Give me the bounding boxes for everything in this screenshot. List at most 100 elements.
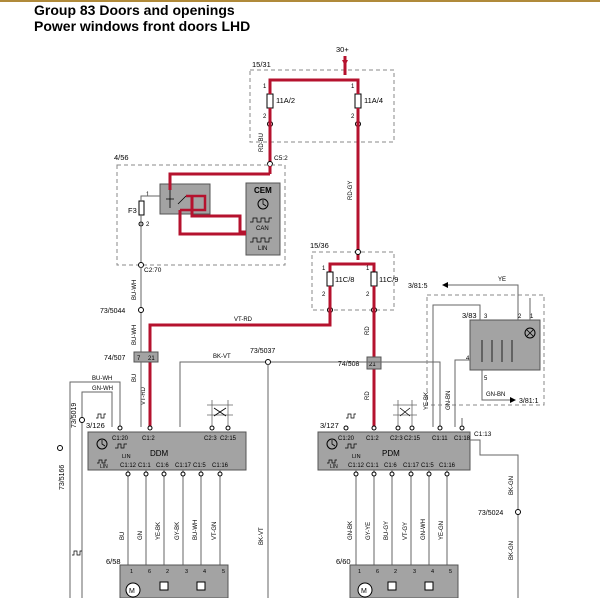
pin-terminal [180,471,186,477]
arrow-381-5-icon [442,282,448,288]
motor-pin-label: 1 [130,569,133,575]
wire-color-label: GN-WH [421,519,427,540]
pin-label: C1:5 [193,463,206,469]
ddm-bottom-pins: C1:12BUC1:1GNC1:6YE-BKC1:17GY-BKC1:5BU-W… [120,463,229,565]
wire-f3-in [140,195,160,201]
connector-c2-70 [138,262,144,268]
pdm-lin-label: LIN [352,454,361,460]
cem-ref-label: 4/56 [114,153,129,162]
pin-terminal [353,471,359,477]
pin-label: C1:2 [366,436,379,442]
left-lin-signal-icon [72,550,82,556]
fuse-11c9-pin2: 2 [366,292,370,298]
wire-cem-feed [168,172,270,190]
fuse-11a4-label: 11A/4 [364,96,383,105]
pin-terminal [437,425,443,431]
fuse-11a2-pin2: 2 [263,114,267,120]
wire-color-label: YE-BK [156,522,162,540]
ddm-lin-label: LIN [122,454,131,460]
pin-label: C1:6 [384,463,397,469]
cem-module [245,182,281,256]
motor-pin-label: 5 [222,569,225,575]
mirror-pin5: 5 [484,376,488,382]
wire-gn-wh-left-label: GN-WH [92,386,113,392]
ddm-lin-small-icon [97,459,107,464]
pdm-switch-icon [399,407,411,417]
pin-terminal [147,425,153,431]
wire-bk-vt-bus [179,361,441,427]
motor-pin-label: 3 [185,569,188,575]
wire-gn-bn-label: GN-BN [446,391,452,410]
pin-label: C1:1 [366,463,379,469]
pdm-lin-icon [345,443,357,449]
splice-5037 [265,359,271,365]
motor-6-58-label: 6/58 [106,557,121,566]
pin-label: C1:16 [439,463,456,469]
mirror-motor-icon [524,327,536,339]
wire-ye-label: YE [498,277,506,283]
cem-clock-icon [257,198,269,210]
ref-74508-label: 74/508 [338,361,360,368]
pin-label: C1:17 [403,463,420,469]
ddm-lin-label2: LIN [100,464,108,470]
ref-74507-label: 74/507 [104,355,126,362]
pin-label: C1:5 [421,463,434,469]
mirror-pin2: 2 [518,314,522,320]
splice-5019 [79,417,85,423]
wire-bu-wh-label2: BU-WH [132,325,138,345]
pdm-ref-label: 3/127 [320,421,339,430]
pin-label: C1:1 [138,463,151,469]
pin-terminal [444,471,450,477]
pin-label: C1:20 [338,436,355,442]
pin-terminal [343,425,349,431]
fusebox-15-36-input [355,249,361,255]
pin-label: C1:20 [112,436,129,442]
pdm-lin-out-icon [346,413,356,419]
page-header: Group 83 Doors and openings Power window… [0,0,600,36]
ddm-ref-label: 3/126 [86,421,105,430]
header-accent-bar [0,0,600,2]
pin-terminal [371,425,377,431]
motor-pin-label: 6 [148,569,151,575]
motor-right-m: M [361,588,367,595]
wire-rd-bu-label: RD-BU [259,133,265,152]
pdm-clock-hands [331,440,336,447]
wire-bus-15-31 [268,78,360,90]
fuse-11c8 [326,271,334,287]
connector-c5-2-label: C5:2 [274,155,288,162]
ref-73-5037-label: 73/5037 [250,348,275,355]
pdm-switch-lines [393,400,417,427]
fuse-11a2-label: 11A/2 [276,96,295,105]
wire-color-label: GY-BK [175,522,181,540]
motor-6-60-label: 6/60 [336,557,351,566]
cem-can-label: CAN [256,226,269,232]
fusebox-15-31 [249,69,395,143]
motor-pin-label: 3 [413,569,416,575]
cem-lin-label: LIN [258,246,267,252]
fuse-11a2 [266,93,274,109]
fuse-11a4-pin2: 2 [351,114,355,120]
wire-color-label: VT-GY [403,522,409,540]
fuse-f3 [138,200,145,216]
fuse-11c8-label: 11C/8 [335,275,354,284]
ddm-clock-hands [101,440,106,447]
pin-terminal [389,471,395,477]
f3-label: F3 [128,206,137,215]
pin-label: C1:2 [142,436,155,442]
hall-sensor-icon [387,581,397,591]
pin-label: C2:3 [390,436,403,442]
arrow-381-1-icon [510,397,516,403]
mirror-ref-label: 3/83 [462,311,477,320]
motor-pin-label: 2 [166,569,169,575]
pin-c1-13-label: C1:13 [474,431,492,438]
motor-pin-label: 1 [358,569,361,575]
pin-label: C1:17 [175,463,192,469]
pin-terminal [125,471,131,477]
f3-pin1: 1 [146,192,150,198]
pin-terminal [161,471,167,477]
pin-terminal [117,425,123,431]
pin-label: C2:3 [204,436,217,442]
